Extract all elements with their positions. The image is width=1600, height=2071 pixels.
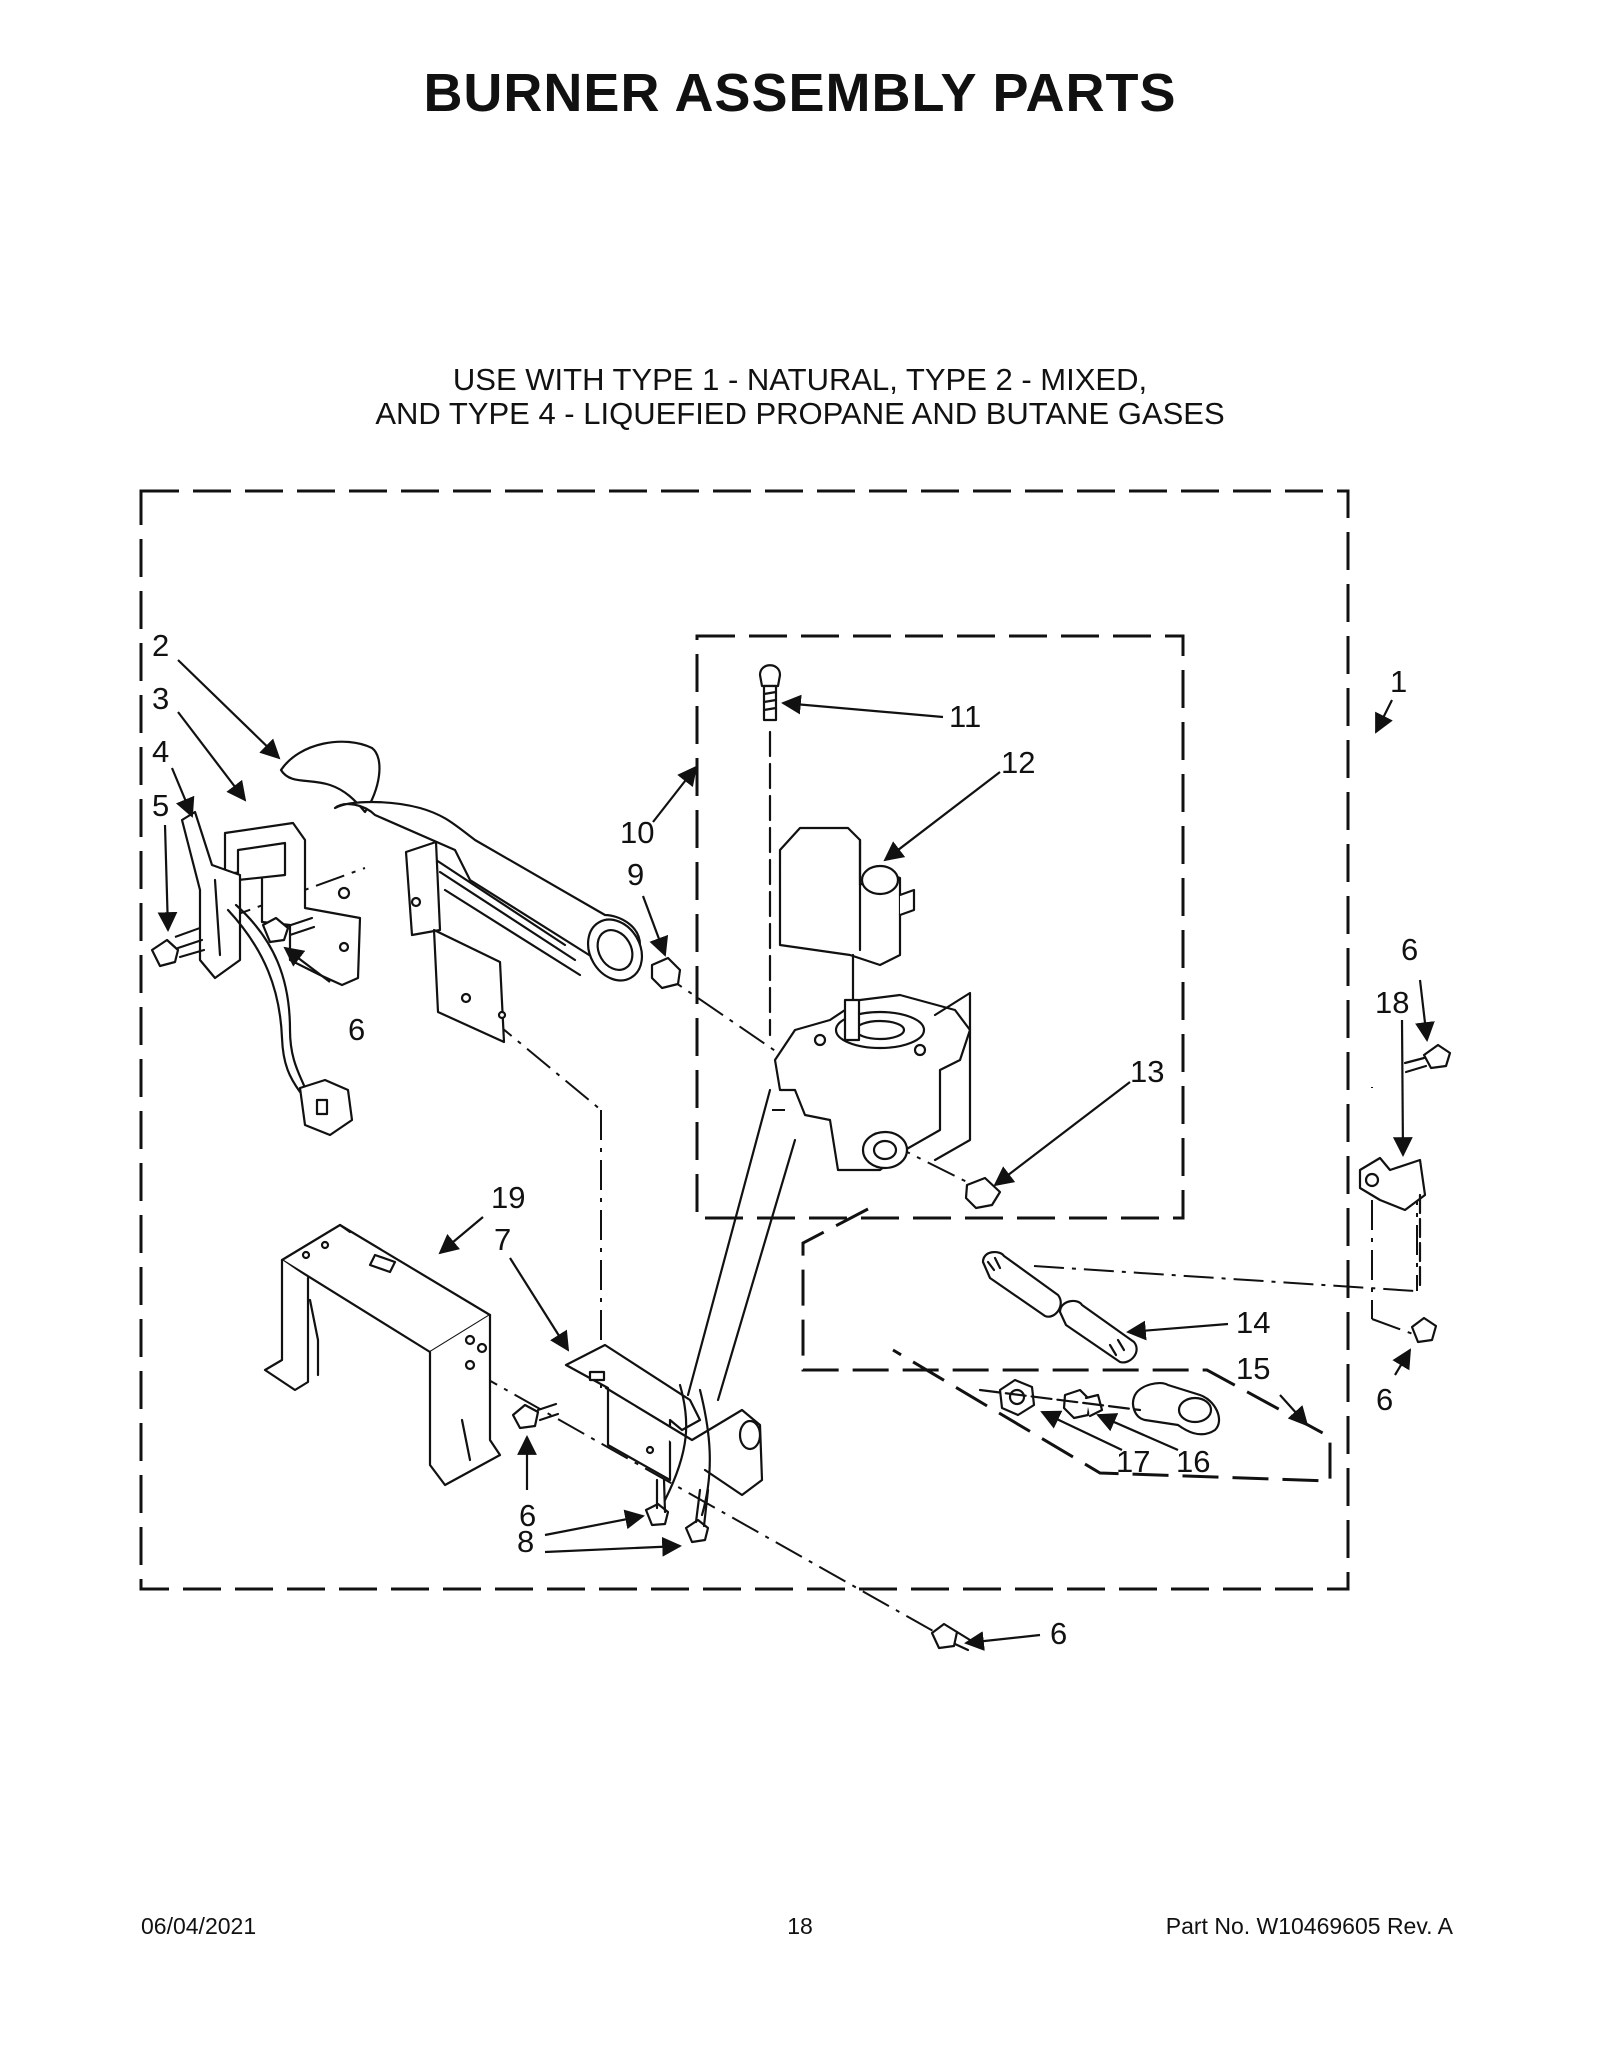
footer-part-number: Part No. W10469605 Rev. A [1165, 1913, 1453, 1939]
conversion-kit-boundary [801, 1207, 1332, 1483]
igniter-bracket [223, 821, 362, 987]
callout-19: 19 [491, 1180, 525, 1215]
callout-18: 18 [1375, 985, 1409, 1020]
side-bracket [1358, 1156, 1427, 1292]
callout-4: 4 [152, 734, 169, 769]
fitting-leader-line [978, 1388, 1142, 1412]
orifice [650, 956, 682, 990]
burner-mounting-plate [432, 928, 507, 1044]
screw-6-right-upper [1403, 1043, 1452, 1074]
callout-6-igniter: 6 [348, 1012, 365, 1047]
callout-15: 15 [1236, 1351, 1270, 1386]
screw-6-bracket [511, 1402, 560, 1430]
valve-outlet-bracket [933, 991, 972, 1162]
callout-10: 10 [620, 815, 654, 850]
callout-16: 16 [1176, 1444, 1210, 1479]
footer-page-number: 18 [787, 1913, 813, 1939]
pipe-nipple-lower [1058, 1299, 1138, 1364]
fitting-16 [1062, 1388, 1104, 1420]
subtitle-line-2: AND TYPE 4 - LIQUEFIED PROPANE AND BUTAN… [375, 396, 1225, 431]
subtitle-line-1: USE WITH TYPE 1 - NATURAL, TYPE 2 - MIXE… [452, 362, 1148, 397]
igniter-wire-harness [226, 903, 354, 1137]
callout-6-right-lower: 6 [1376, 1382, 1393, 1417]
callout-8: 8 [517, 1524, 534, 1559]
outer-assembly-boundary [139, 489, 1350, 1591]
burner-orifice-fitting [1131, 1381, 1221, 1436]
igniter [180, 810, 242, 980]
flame-sensor-bracket [564, 1343, 764, 1497]
fitting-nut-17 [998, 1378, 1036, 1417]
callout-2: 2 [152, 628, 169, 663]
footer-date: 06/04/2021 [141, 1913, 257, 1939]
gas-valve [773, 993, 972, 1172]
screw-8-left [644, 1478, 670, 1527]
page-title: BURNER ASSEMBLY PARTS [423, 63, 1177, 123]
callout-1: 1 [1390, 664, 1407, 699]
callout-14: 14 [1236, 1305, 1270, 1340]
callout-13: 13 [1130, 1054, 1164, 1089]
callout-6-bracket: 6 [519, 1498, 536, 1533]
callout-12: 12 [1001, 745, 1035, 780]
screw-6-right-lower [1410, 1316, 1438, 1344]
callout-9: 9 [627, 857, 644, 892]
screw-8-right [684, 1488, 710, 1544]
callout-5: 5 [152, 788, 169, 823]
screw-6-igniter [261, 916, 316, 944]
screw-11 [758, 664, 782, 722]
callout-3: 3 [152, 681, 169, 716]
valve-assembly-boundary [695, 634, 1185, 1220]
callout-6-right-upper: 6 [1401, 932, 1418, 967]
pipe-nipple-upper [981, 1250, 1062, 1318]
callout-17: 17 [1116, 1444, 1150, 1479]
callout-6-bottom: 6 [1050, 1616, 1067, 1651]
screw-6-bottom [930, 1622, 972, 1652]
gas-supply-tube [686, 1088, 797, 1402]
callout-11: 11 [949, 699, 981, 734]
valve-coil [778, 826, 916, 967]
pipe-plug [964, 1176, 1002, 1210]
screw-5 [150, 938, 206, 968]
callout-7: 7 [494, 1222, 511, 1257]
flame-sensor-wires [663, 1383, 711, 1517]
burner-mounting-bracket [263, 1223, 502, 1487]
burner-tube [279, 740, 644, 982]
leader-arrows [157, 659, 1435, 1651]
